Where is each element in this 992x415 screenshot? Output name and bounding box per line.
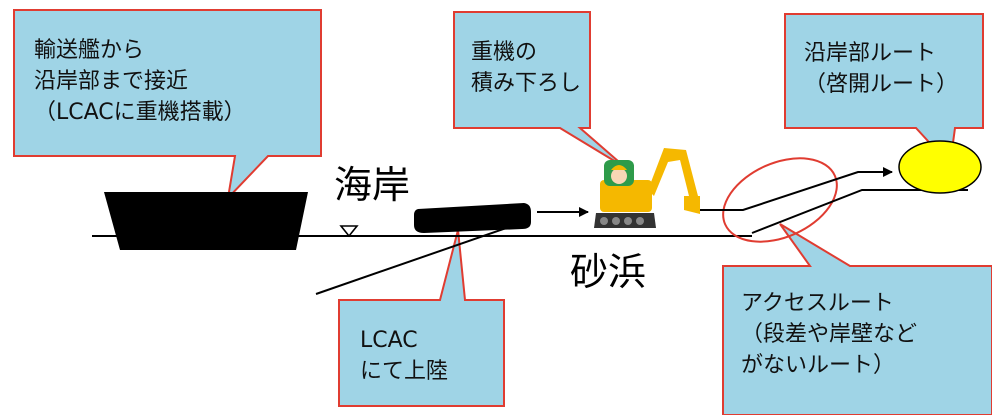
unload-callout-box (453, 11, 627, 169)
water-level-triangle-icon (339, 225, 359, 238)
ship-callout-line-3: （LCACに重機搭載） (34, 100, 246, 125)
unload-callout-text: 重機の 積み下ろし (471, 37, 581, 99)
coastal-route-callout-text: 沿岸部ルート （啓開ルート） (804, 38, 958, 100)
coastal-route-callout-line-2: （啓開ルート） (804, 72, 959, 97)
transport-ship-icon (104, 192, 308, 250)
access-route-callout-line-1: アクセスルート (741, 291, 894, 316)
lcac-hovercraft-icon (414, 203, 531, 233)
lcac-callout-line-1: LCAC (360, 328, 418, 353)
coast-label: 海岸 (334, 163, 411, 207)
lcac-callout-box (338, 229, 505, 407)
ship-callout-line-2: 沿岸部まで接近 (34, 69, 189, 94)
beach-label: 砂浜 (570, 250, 647, 294)
excavator-icon (594, 148, 700, 228)
unload-callout-line-1: 重機の (471, 40, 538, 65)
access-route-callout-text: アクセスルート （段差や岸壁など がないルート） (741, 288, 917, 381)
lcac-callout-line-2: にて上陸 (360, 359, 449, 384)
ship-callout-text: 輸送艦から 沿岸部まで接近 （LCACに重機搭載） (34, 35, 246, 128)
yellow-destination-ellipse-icon (898, 140, 982, 194)
coastal-route-line-upper (700, 167, 893, 211)
ship-callout-box (13, 9, 322, 202)
access-route-callout-line-2: （段差や岸壁など (741, 322, 918, 347)
route-highlight-ellipse (722, 157, 838, 243)
access-route-callout-box (722, 223, 992, 415)
access-route-callout-line-3: がないルート） (741, 353, 896, 378)
ship-callout-line-1: 輸送艦から (34, 38, 145, 63)
coastal-route-callout-line-1: 沿岸部ルート (804, 41, 937, 66)
seabed-slope-line (315, 225, 513, 295)
lcac-callout-text: LCAC にて上陸 (360, 325, 448, 387)
unload-callout-line-2: 積み下ろし (471, 71, 582, 96)
